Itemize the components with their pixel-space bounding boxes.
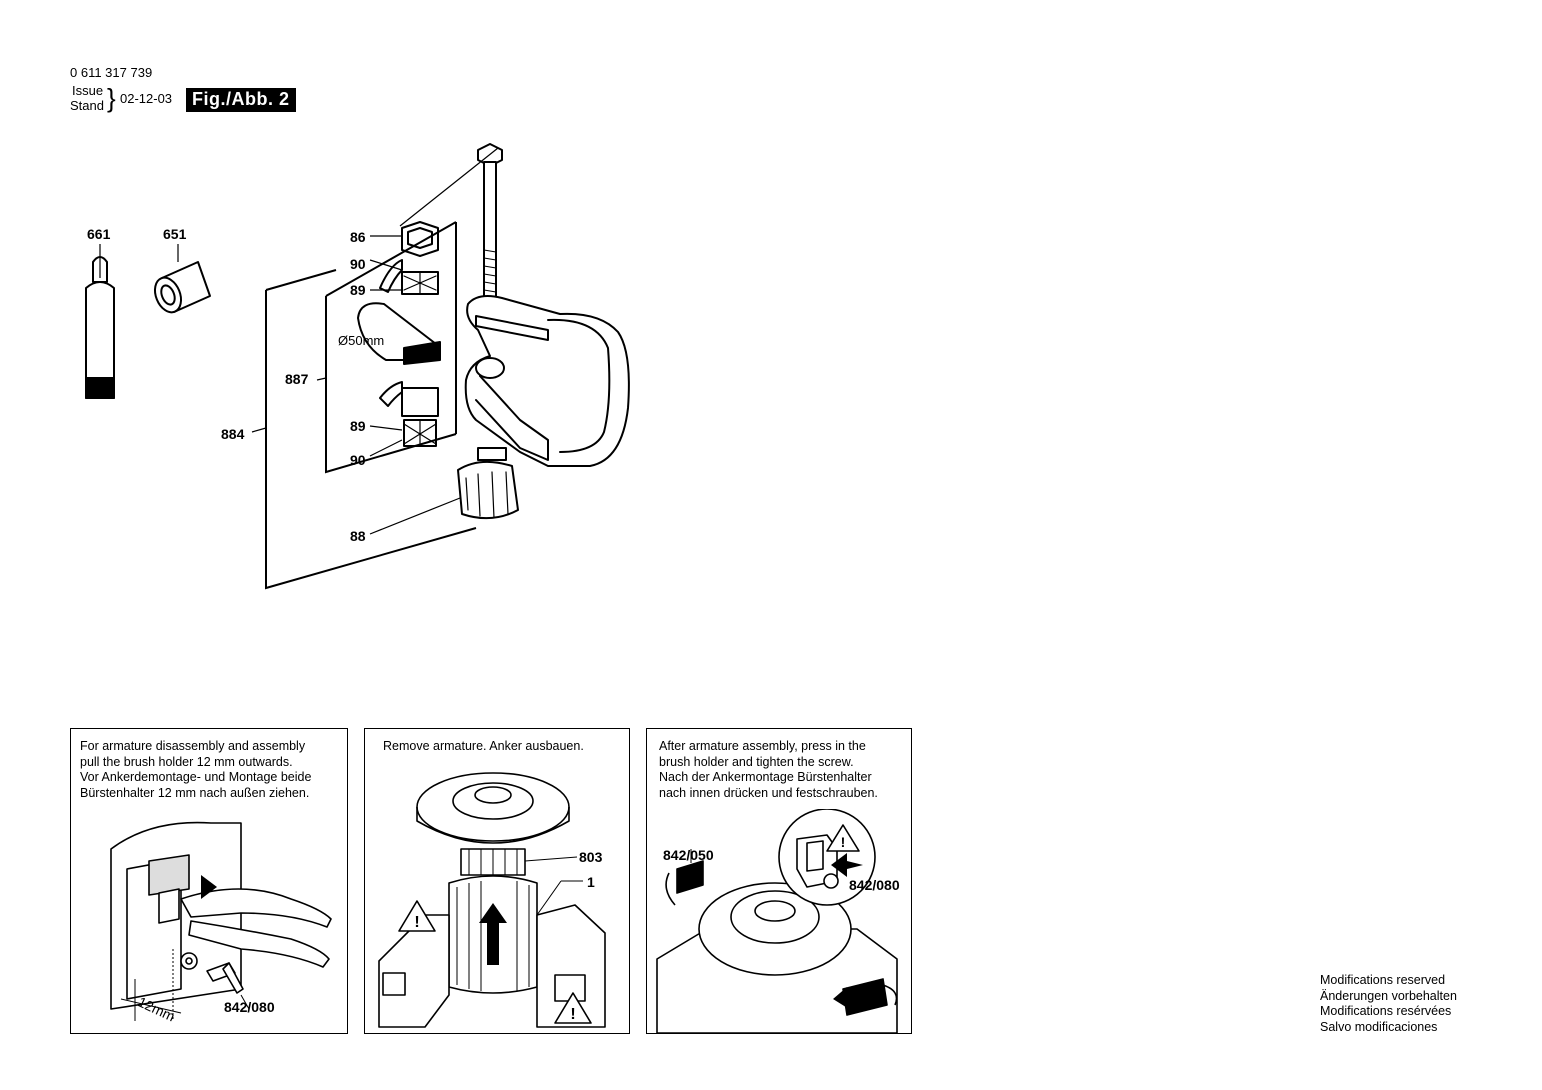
note-line-fr: Modifications resérvées xyxy=(1320,1004,1452,1018)
panel-left-part-label: 842/080 xyxy=(224,999,275,1015)
callout-803: 803 xyxy=(579,849,603,865)
panel-left-text: For armature disassembly and assembly pu… xyxy=(80,739,312,800)
panel-brush-holder-pull: For armature disassembly and assembly pu… xyxy=(70,728,348,1034)
svg-text:!: ! xyxy=(414,914,419,931)
note-line-es: Salvo modificaciones xyxy=(1320,1019,1438,1034)
clamp-jaw-bottom-icon xyxy=(379,381,439,447)
bracket-884 xyxy=(265,269,477,590)
callout-842-080: 842/080 xyxy=(849,877,900,893)
figure-label: Fig./Abb. 2 xyxy=(186,88,296,112)
hex-nut-icon xyxy=(401,221,439,257)
note-line-de: Änderungen vorbehalten xyxy=(1320,988,1457,1003)
callout-661: 661 xyxy=(87,226,111,242)
callout-884: 884 xyxy=(221,426,245,442)
pliers-brush-holder-illustration xyxy=(110,821,332,1021)
panel-remove-armature: Remove armature. Anker ausbauen. ! ! xyxy=(364,728,630,1034)
panel-middle-text: Remove armature. Anker ausbauen. xyxy=(383,739,584,753)
clamp-jaw-top-icon xyxy=(379,259,439,295)
issue-label: Issue xyxy=(72,83,104,98)
callout-89-top: 89 xyxy=(350,282,366,298)
callout-90-top: 90 xyxy=(350,256,366,272)
drill-stand-clamp-icon xyxy=(464,295,630,467)
callout-1: 1 xyxy=(587,874,595,890)
part-number: 0 611 317 739 xyxy=(70,65,153,80)
threaded-rod-icon xyxy=(477,143,503,301)
diameter-label: Ø50mm xyxy=(338,333,385,348)
exploded-view-diagram xyxy=(85,143,630,590)
panel-right-text: After armature assembly, press in the br… xyxy=(659,739,878,800)
callout-89-bottom: 89 xyxy=(350,418,366,434)
stand-label: Stand xyxy=(70,98,104,113)
callout-651: 651 xyxy=(163,226,187,242)
brush-holder-press-illustration: ! xyxy=(656,809,898,1033)
svg-text:!: ! xyxy=(841,834,846,850)
issue-date: 02-12-03 xyxy=(120,91,173,106)
armature-removal-illustration: ! ! xyxy=(378,772,606,1028)
callout-90-bottom: 90 xyxy=(350,452,366,468)
callout-842-050: 842/050 xyxy=(663,847,714,863)
grease-tube-icon xyxy=(85,256,115,399)
collar-ring-icon xyxy=(357,302,441,365)
note-line-en: Modifications reserved xyxy=(1320,973,1446,987)
callout-88: 88 xyxy=(350,528,366,544)
callout-887: 887 xyxy=(285,371,309,387)
svg-text:!: ! xyxy=(570,1006,575,1023)
brace-icon: } xyxy=(107,83,116,113)
callout-86: 86 xyxy=(350,229,366,245)
knob-icon xyxy=(457,447,519,520)
sleeve-icon xyxy=(153,261,211,314)
bracket-887 xyxy=(325,221,457,474)
modifications-note: Modifications reserved Änderungen vorbeh… xyxy=(1320,973,1457,1035)
panel-brush-holder-press: After armature assembly, press in the br… xyxy=(646,728,912,1034)
